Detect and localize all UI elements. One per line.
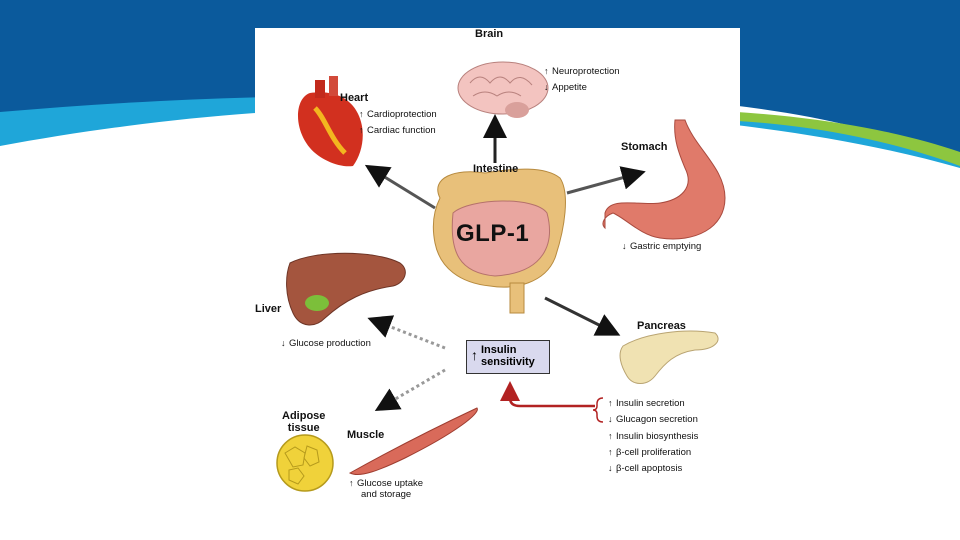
insulin-sensitivity-label: Insulin sensitivity bbox=[481, 344, 535, 368]
arrow-to-stomach bbox=[567, 173, 640, 193]
up-arrow-icon: ↑ bbox=[471, 347, 478, 363]
insulin-sensitivity-box: ↑ Insulin sensitivity bbox=[466, 340, 550, 374]
up-arrow-icon: ↑ bbox=[359, 123, 367, 137]
glp1-figure: Brain ↑Neuroprotection ↓Appetite Heart ↑… bbox=[255, 28, 740, 500]
adipose-title: Adipose tissue bbox=[282, 410, 325, 434]
up-arrow-icon: ↑ bbox=[608, 429, 616, 443]
up-arrow-icon: ↑ bbox=[608, 445, 616, 459]
heart-illustration bbox=[298, 76, 363, 166]
brain-effect-1: ↑Neuroprotection bbox=[544, 64, 620, 79]
down-arrow-icon: ↓ bbox=[608, 412, 616, 426]
arrow-to-liver bbox=[373, 320, 445, 348]
pancreas-effect-4: ↑β-cell proliferation bbox=[608, 445, 691, 460]
brain-illustration bbox=[458, 62, 548, 118]
muscle-title: Muscle bbox=[347, 429, 384, 441]
stomach-title: Stomach bbox=[621, 141, 667, 153]
up-arrow-icon: ↑ bbox=[359, 107, 367, 121]
heart-effect-1: ↑Cardioprotection bbox=[359, 107, 437, 122]
pancreas-title: Pancreas bbox=[637, 320, 686, 332]
pancreas-effect-5: ↓β-cell apoptosis bbox=[608, 461, 682, 476]
down-arrow-icon: ↓ bbox=[544, 80, 552, 94]
muscle-illustration bbox=[350, 408, 477, 475]
muscle-effect: ↑Glucose uptake and storage bbox=[349, 478, 423, 500]
up-arrow-icon: ↑ bbox=[608, 396, 616, 410]
heart-effect-2: ↑Cardiac function bbox=[359, 123, 436, 138]
liver-illustration bbox=[287, 253, 406, 325]
down-arrow-icon: ↓ bbox=[622, 239, 630, 253]
up-arrow-icon: ↑ bbox=[544, 64, 552, 78]
pancreas-brace bbox=[593, 398, 603, 422]
arrow-to-adipose bbox=[380, 370, 445, 408]
liver-title: Liver bbox=[255, 303, 281, 315]
glp1-label: GLP-1 bbox=[456, 220, 529, 248]
arrow-to-heart bbox=[370, 168, 435, 208]
adipose-illustration bbox=[277, 435, 333, 491]
brain-title: Brain bbox=[475, 28, 503, 40]
down-arrow-icon: ↓ bbox=[281, 336, 289, 350]
up-arrow-icon: ↑ bbox=[349, 478, 357, 489]
pancreas-effect-2: ↓Glucagon secretion bbox=[608, 412, 698, 427]
pancreas-illustration bbox=[620, 331, 718, 383]
pancreas-effect-3: ↑Insulin biosynthesis bbox=[608, 429, 698, 444]
brain-effect-2: ↓Appetite bbox=[544, 80, 587, 95]
liver-effect-1: ↓Glucose production bbox=[281, 336, 371, 351]
down-arrow-icon: ↓ bbox=[608, 461, 616, 475]
pancreas-effect-1: ↑Insulin secretion bbox=[608, 396, 685, 411]
feedback-arrow bbox=[510, 386, 595, 406]
heart-title: Heart bbox=[340, 92, 368, 104]
stomach-effect-1: ↓Gastric emptying bbox=[622, 239, 701, 254]
arrow-to-pancreas bbox=[545, 298, 615, 333]
intestine-title: Intestine bbox=[473, 163, 518, 175]
